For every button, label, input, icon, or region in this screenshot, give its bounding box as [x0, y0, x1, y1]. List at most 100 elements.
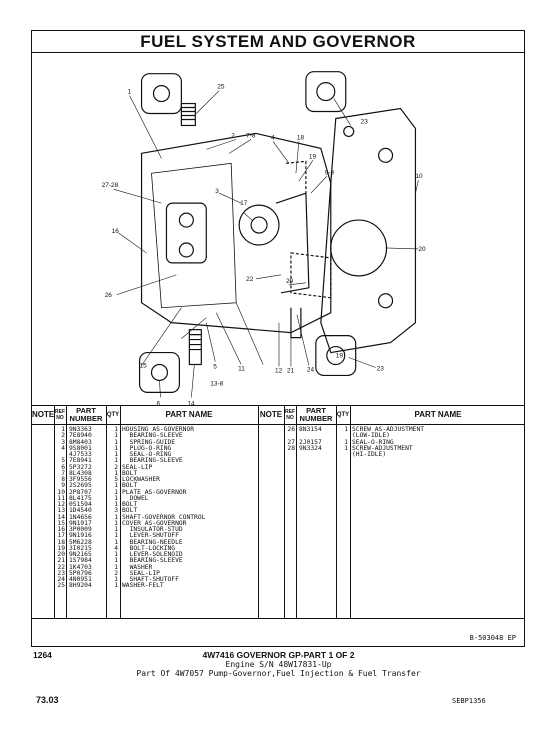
- qty-cell: 1: [114, 457, 118, 465]
- callout-5: 5: [213, 363, 217, 370]
- ref-no-cell: 15: [57, 519, 65, 527]
- qty-cell: 1: [344, 444, 348, 452]
- callout-7-8: 7-8: [246, 132, 256, 139]
- ref-no-cell: 1: [61, 426, 65, 433]
- callout-15: 15: [140, 362, 148, 369]
- header-part-number-left: PART NUMBER: [69, 406, 103, 423]
- part-name-cell: DOWEL: [122, 494, 149, 502]
- callout-17: 17: [240, 200, 248, 207]
- part-name-cell: BOLT: [122, 469, 138, 477]
- part-name-cell: BOLT: [122, 501, 138, 508]
- col-divider: [66, 406, 67, 619]
- header-part-number-right: PART NUMBER: [299, 406, 333, 423]
- qty-cell: 1: [114, 576, 118, 583]
- qty-cell: [337, 452, 348, 458]
- qty-cell: 1: [114, 438, 118, 446]
- part-name-cell: SCREW AS-ADJUSTMENT: [352, 426, 425, 433]
- part-number-cell: 1D4540: [69, 507, 92, 515]
- callout-18: 18: [297, 134, 305, 141]
- part-number-cell: 8N3154: [299, 426, 322, 433]
- part-number-cell: 3P0009: [69, 526, 92, 533]
- group-title: 4W7416 GOVERNOR GP-PART 1 OF 2: [202, 650, 355, 660]
- part-number-cell: 9S8001: [69, 444, 92, 452]
- ref-no-cell: 23: [57, 569, 65, 577]
- callout-13-8: 13-8: [210, 380, 223, 387]
- callout-24: 24: [307, 366, 315, 373]
- part-number-cell: 8L4175: [69, 494, 92, 502]
- ref-no-cell: 13: [57, 507, 65, 515]
- col-divider: [350, 406, 351, 619]
- header-qty-left: QTY: [106, 412, 120, 418]
- part-number-cell: 9N1916: [69, 532, 92, 540]
- part-number-cell: 9N1917: [69, 519, 92, 527]
- qty-cell: 1: [114, 513, 118, 521]
- ref-no-cell: 17: [57, 532, 65, 540]
- page-number: 1264: [33, 650, 52, 660]
- callout-4: 4: [271, 134, 275, 141]
- callout-3: 3: [215, 188, 219, 195]
- part-number-cell: [299, 452, 339, 458]
- ref-no-cell: 22: [57, 563, 65, 571]
- part-number-cell: 7E8941: [69, 457, 92, 465]
- qty-cell: 1: [114, 563, 118, 571]
- callout-19-bottom: 19: [336, 353, 344, 360]
- part-name-cell: SPRING-GUIDE: [122, 438, 176, 446]
- callout-25: 25: [217, 84, 225, 91]
- qty-cell: 1: [114, 482, 118, 490]
- callout-27-28: 27-28: [102, 182, 119, 189]
- part-name-cell: WASHER-FELT: [122, 582, 164, 590]
- part-number-cell: 5M6228: [69, 538, 92, 546]
- part-name-cell: LOCKWASHER: [122, 476, 160, 483]
- qty-cell: 1: [114, 494, 118, 502]
- col-divider: [54, 406, 55, 619]
- callout-19-top: 19: [309, 153, 317, 160]
- col-divider: [284, 406, 285, 619]
- part-number-cell: 9N3324: [299, 444, 322, 452]
- col-divider: [296, 406, 297, 619]
- publication-id: SEBP1356: [452, 697, 486, 705]
- qty-cell: 1: [114, 538, 118, 546]
- col-divider: [336, 406, 337, 619]
- part-number-cell: 5P3272: [69, 463, 92, 471]
- part-name-cell: BEARING-SLEEVE: [122, 432, 183, 440]
- part-name-cell: BOLT: [122, 507, 138, 515]
- part-name-cell: LEVER-SHUTOFF: [122, 532, 179, 540]
- ref-no-cell: 6: [61, 463, 65, 471]
- part-number-cell: 2J0157: [299, 438, 322, 446]
- qty-cell: 1: [114, 501, 118, 508]
- ref-no-cell: 24: [57, 576, 65, 583]
- ref-no-cell: 28: [287, 444, 295, 452]
- part-number-cell: 4J7533: [69, 451, 92, 458]
- ref-no-cell: 2: [61, 432, 65, 440]
- table-header-divider: [32, 424, 524, 425]
- ref-no-cell: 16: [57, 526, 65, 533]
- ref-no-cell: 27: [287, 438, 295, 446]
- callout-2: 2: [231, 132, 235, 139]
- part-name-cell: BOLT: [122, 482, 138, 490]
- qty-cell: 1: [114, 519, 118, 527]
- part-number-cell: 8H9204: [69, 582, 92, 590]
- ref-no-cell: 10: [57, 488, 65, 496]
- callout-14: 14: [187, 400, 195, 407]
- header-ref-right: REF NO: [285, 409, 295, 421]
- part-name-cell: WASHER: [122, 563, 153, 571]
- callout-9-8: 9-8: [325, 169, 335, 176]
- qty-cell: 1: [114, 582, 118, 590]
- qty-cell: 1: [114, 532, 118, 540]
- part-number-cell: 8M8403: [69, 438, 92, 446]
- part-number-cell: 9N3363: [69, 426, 92, 433]
- engine-serial-range: Engine S/N 48W17831-Up: [225, 660, 332, 669]
- part-name-cell: COVER AS-GOVERNOR: [122, 519, 187, 527]
- ref-no-cell: 18: [57, 538, 65, 546]
- part-name-cell: (HI-IDLE): [352, 451, 387, 458]
- part-number-cell: 2P8707: [69, 488, 92, 496]
- part-name-cell: PLATE AS-GOVERNOR: [122, 488, 187, 496]
- callout-12: 12: [275, 367, 283, 374]
- part-number-cell: 0S1594: [69, 501, 92, 508]
- qty-cell: 1: [114, 444, 118, 452]
- qty-cell: 1: [114, 432, 118, 440]
- part-number-cell: 5P0796: [69, 569, 92, 577]
- qty-cell: 5: [114, 476, 118, 483]
- table-bottom-divider: [32, 618, 524, 619]
- group-description: Part Of 4W7057 Pump-Governor,Fuel Inject…: [136, 669, 421, 678]
